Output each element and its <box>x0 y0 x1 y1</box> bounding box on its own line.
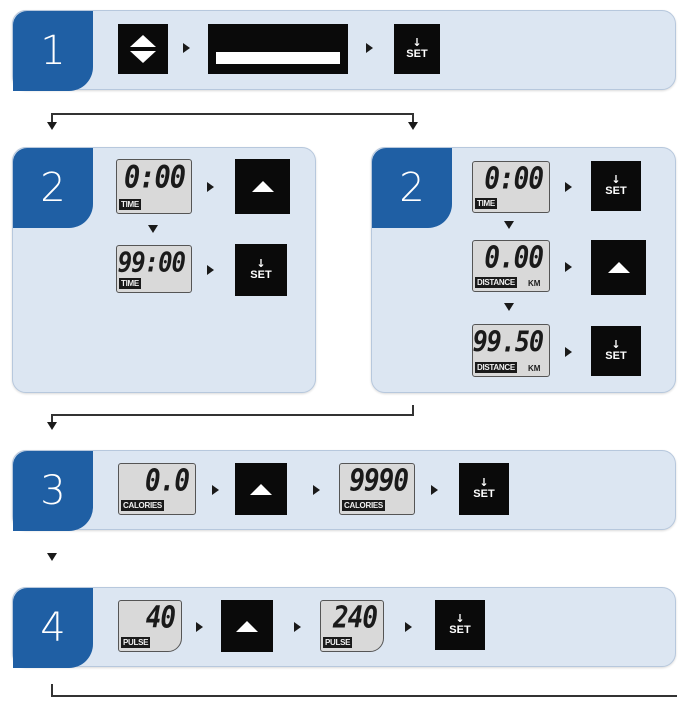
set-label: SET <box>250 269 272 281</box>
arrow-down-icon <box>148 225 158 233</box>
set-button[interactable]: ↓ SET <box>394 24 440 74</box>
display-value: 9990 <box>349 464 409 499</box>
connector-line <box>51 414 53 423</box>
pulse-display-max: 240 PULSE <box>320 600 384 652</box>
display-value: 0:00 <box>123 160 186 196</box>
up-down-button[interactable] <box>118 24 168 74</box>
triangle-up-icon <box>251 181 274 192</box>
step-2-time-panel: 2 0:00 TIME 99:00 TIME ↓ SET <box>12 147 316 393</box>
display-value: 240 <box>333 601 378 636</box>
triangle-up-icon <box>236 620 258 632</box>
arrow-right-icon <box>565 347 572 357</box>
set-button[interactable]: ↓ SET <box>459 463 509 515</box>
time-display: 0:00 TIME <box>472 161 550 213</box>
connector-line <box>52 414 414 416</box>
connector-line <box>51 684 53 696</box>
display-unit: KM <box>528 364 541 373</box>
calories-display: 0.0 CALORIES <box>118 463 196 515</box>
connector-line <box>52 113 414 115</box>
display-label: PULSE <box>121 637 151 648</box>
step-1-panel: 1 ↓ SET <box>12 10 676 91</box>
display-bar <box>216 52 340 64</box>
display-label: TIME <box>119 199 141 210</box>
time-display: 0:00 TIME <box>116 159 192 214</box>
set-arrow-icon: ↓ <box>611 338 621 351</box>
step-2-badge: 2 <box>13 148 93 228</box>
set-button[interactable]: ↓ SET <box>591 326 641 376</box>
up-button[interactable] <box>221 600 273 652</box>
set-arrow-icon: ↓ <box>256 257 266 270</box>
arrow-down-icon <box>47 553 57 561</box>
up-button[interactable] <box>235 159 290 214</box>
set-arrow-icon: ↓ <box>455 612 465 625</box>
arrow-right-icon <box>207 265 214 275</box>
chevron-down-icon <box>130 51 156 63</box>
set-label: SET <box>449 624 471 636</box>
display-label: TIME <box>119 278 141 289</box>
up-button[interactable] <box>591 240 646 295</box>
connector-line <box>412 113 414 123</box>
step-2-distance-panel: 2 0:00 TIME ↓ SET 0.00 DISTANCE KM 99.50… <box>371 147 676 393</box>
display-unit: KM <box>528 279 541 288</box>
set-label: SET <box>605 185 627 197</box>
display-value: 0:00 <box>484 162 544 197</box>
step-2-badge: 2 <box>372 148 452 228</box>
display-value: 0.00 <box>484 241 544 276</box>
display-value: 99:00 <box>117 246 186 279</box>
step-4-panel: 4 40 PULSE 240 PULSE ↓ SET <box>12 587 676 668</box>
arrow-right-icon <box>207 182 214 192</box>
display-value: 40 <box>145 601 176 636</box>
display-label: DISTANCE <box>475 362 517 373</box>
step-3-badge: 3 <box>13 451 93 531</box>
arrow-right-icon <box>196 622 203 632</box>
arrow-right-icon <box>431 485 438 495</box>
connector-line <box>412 405 414 415</box>
set-button[interactable]: ↓ SET <box>591 161 641 211</box>
connector-line <box>51 695 677 697</box>
set-arrow-icon: ↓ <box>611 173 621 186</box>
arrow-down-icon <box>47 122 57 130</box>
arrow-right-icon <box>366 43 373 53</box>
set-label: SET <box>406 48 428 60</box>
set-label: SET <box>473 488 495 500</box>
arrow-down-icon <box>504 221 514 229</box>
triangle-up-icon <box>250 483 272 495</box>
arrow-right-icon <box>405 622 412 632</box>
connector-line <box>51 113 53 123</box>
arrow-right-icon <box>565 262 572 272</box>
up-button[interactable] <box>235 463 287 515</box>
display-value: 0.0 <box>145 464 190 499</box>
display-blank <box>208 24 348 74</box>
step-1-badge: 1 <box>13 11 93 91</box>
arrow-down-icon <box>408 122 418 130</box>
display-label: CALORIES <box>121 500 164 511</box>
arrow-right-icon <box>294 622 301 632</box>
set-button[interactable]: ↓ SET <box>435 600 485 650</box>
display-label: CALORIES <box>342 500 385 511</box>
calories-display-max: 9990 CALORIES <box>339 463 415 515</box>
arrow-down-icon <box>504 303 514 311</box>
arrow-right-icon <box>565 182 572 192</box>
pulse-display: 40 PULSE <box>118 600 182 652</box>
display-value: 99.50 <box>472 325 544 359</box>
display-label: PULSE <box>323 637 353 648</box>
triangle-up-icon <box>607 262 630 273</box>
arrow-down-icon <box>47 422 57 430</box>
step-3-panel: 3 0.0 CALORIES 9990 CALORIES ↓ SET <box>12 450 676 531</box>
display-label: DISTANCE <box>475 277 517 288</box>
distance-display-max: 99.50 DISTANCE KM <box>472 324 550 377</box>
set-button[interactable]: ↓ SET <box>235 244 287 296</box>
set-label: SET <box>605 350 627 362</box>
step-4-badge: 4 <box>13 588 93 668</box>
chevron-up-icon <box>130 35 156 47</box>
set-arrow-icon: ↓ <box>412 36 422 49</box>
arrow-right-icon <box>212 485 219 495</box>
time-display-max: 99:00 TIME <box>116 245 192 293</box>
arrow-right-icon <box>313 485 320 495</box>
arrow-right-icon <box>183 43 190 53</box>
distance-display: 0.00 DISTANCE KM <box>472 240 550 292</box>
set-arrow-icon: ↓ <box>479 476 489 489</box>
display-label: TIME <box>475 198 497 209</box>
